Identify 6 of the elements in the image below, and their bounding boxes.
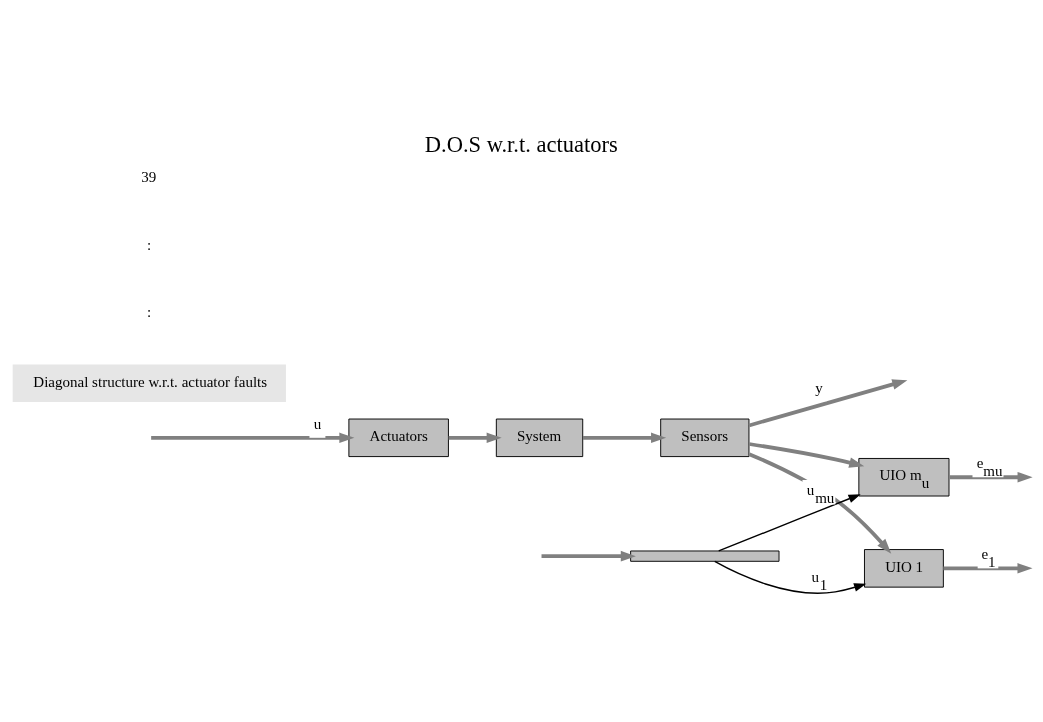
- edge-label: y: [815, 379, 823, 396]
- label: 39: [141, 168, 157, 185]
- diagram-title: D.O.S w.r.t. actuators: [424, 131, 618, 157]
- label: :: [146, 303, 152, 320]
- edge-label: u: [313, 415, 322, 432]
- label: :: [146, 236, 152, 253]
